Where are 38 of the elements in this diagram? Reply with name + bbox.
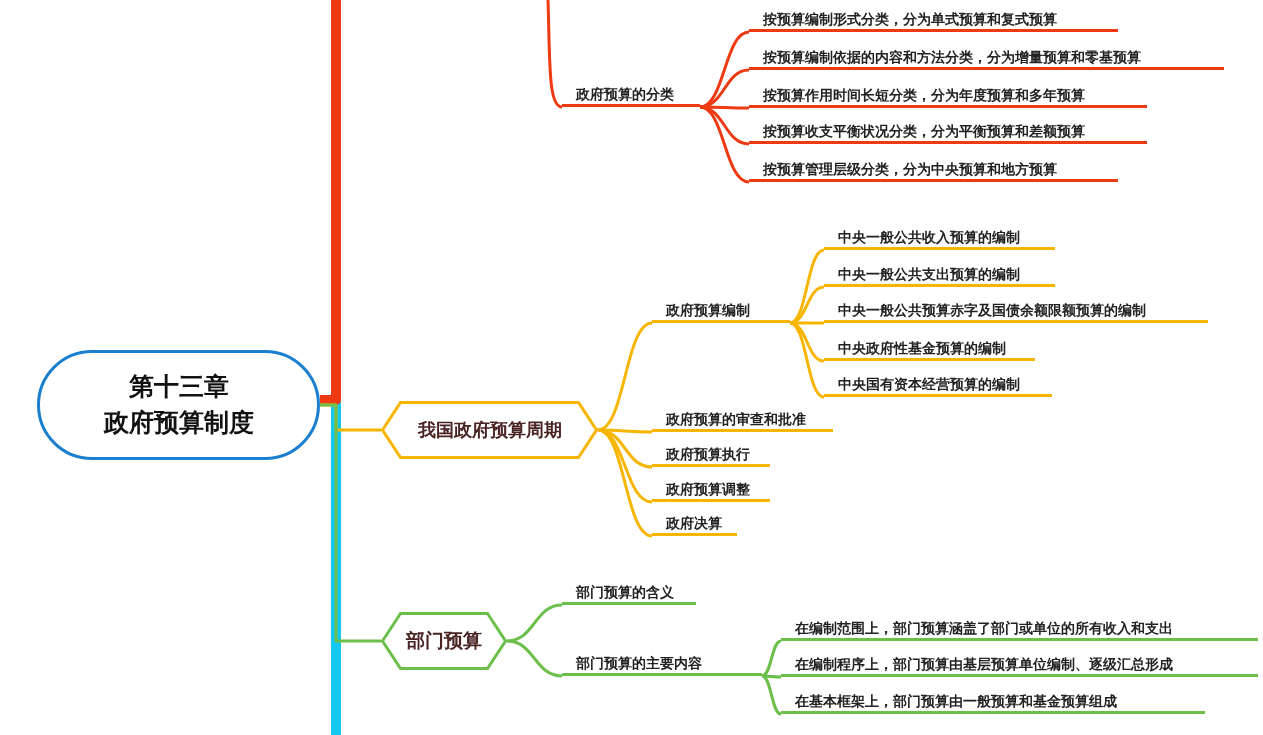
- branch-line: [789, 321, 825, 399]
- subtopic-label: 政府预算的审查和批准: [652, 408, 833, 432]
- branch-line: [506, 603, 563, 643]
- subtopic-label: 在基本框架上，部门预算由一般预算和基金预算组成: [781, 690, 1205, 714]
- chapter-title: 政府预算制度: [103, 407, 254, 439]
- branch-line: [546, 0, 563, 109]
- subtopic-label: 按预算作用时间长短分类，分为年度预算和多年预算: [749, 84, 1147, 108]
- branch-line: [597, 428, 653, 538]
- branch-line: [597, 321, 653, 432]
- subtopic-label: 中央一般公共预算赤字及国债余额限额预算的编制: [824, 299, 1208, 323]
- subtopic-label: 政府决算: [652, 512, 737, 536]
- topic-label: 部门预算: [406, 628, 482, 653]
- branch-line: [699, 68, 750, 109]
- subtopic-label: 政府预算执行: [652, 443, 770, 467]
- subtopic-label: 政府预算调整: [652, 478, 770, 502]
- subtopic-label: 中央政府性基金预算的编制: [824, 337, 1035, 361]
- subtopic-label: 中央一般公共收入预算的编制: [824, 226, 1055, 250]
- branch-line: [320, 0, 341, 405]
- subtopic-label: 在编制范围上，部门预算涵盖了部门或单位的所有收入和支出: [781, 617, 1258, 641]
- branch-line: [320, 403, 381, 643]
- subtopic-label: 按预算收支平衡状况分类，分为平衡预算和差额预算: [749, 120, 1147, 144]
- branch-line: [761, 639, 782, 678]
- subtopic-label: 中央一般公共支出预算的编制: [824, 263, 1055, 287]
- subtopic-label: 政府预算编制: [652, 299, 790, 323]
- subtopic-label: 部门预算的主要内容: [562, 652, 762, 676]
- subtopic-label: 按预算编制依据的内容和方法分类，分为增量预算和零基预算: [749, 46, 1224, 70]
- subtopic-label: 中央国有资本经营预算的编制: [824, 373, 1052, 397]
- subtopic-label: 在编制程序上，部门预算由基层预算单位编制、逐级汇总形成: [781, 653, 1258, 677]
- branch-line: [699, 105, 750, 184]
- chapter-number: 第十三章: [128, 371, 229, 403]
- branch-line: [761, 674, 782, 716]
- subtopic-label: 按预算编制形式分类，分为单式预算和复式预算: [749, 8, 1118, 32]
- subtopic-label: 按预算管理层级分类，分为中央预算和地方预算: [749, 158, 1118, 182]
- branch-line: [789, 285, 825, 325]
- topic-label: 我国政府预算周期: [417, 418, 562, 442]
- subtopic-label: 部门预算的含义: [562, 581, 696, 605]
- subtopic-label: 政府预算的分类: [562, 83, 700, 107]
- branch-line: [506, 639, 563, 678]
